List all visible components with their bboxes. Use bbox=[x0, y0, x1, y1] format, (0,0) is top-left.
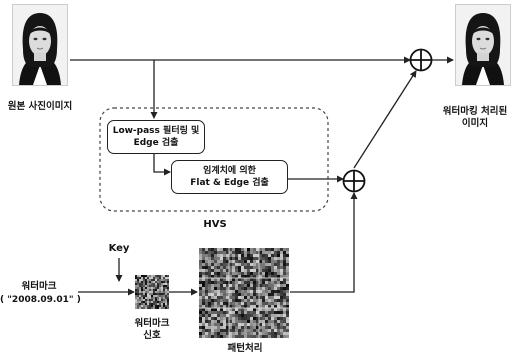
top-adder-icon bbox=[411, 50, 432, 71]
threshold-line2: Flat & Edge 검출 bbox=[190, 177, 269, 189]
threshold-line1: 임계치에 의한 bbox=[203, 165, 256, 177]
lowpass-line1: Low-pass 필터링 및 bbox=[113, 125, 200, 137]
arrow-adder-to-top-adder bbox=[354, 71, 416, 168]
watermark-signal-line2: 신호 bbox=[120, 330, 184, 342]
threshold-detection-box: 임계치에 의한 Flat & Edge 검출 bbox=[171, 160, 288, 194]
pattern-processing-label: 패턴처리 bbox=[210, 343, 280, 355]
arrow-lowpass-to-threshold bbox=[154, 154, 170, 172]
arrow-pattern-to-adder bbox=[290, 193, 354, 292]
watermark-signal-noise-image bbox=[135, 275, 169, 309]
hvs-label: HVS bbox=[190, 219, 240, 231]
watermark-input-line1: 워터마크 bbox=[2, 281, 76, 293]
watermark-input-line2: ( "2008.09.01" ) bbox=[0, 294, 80, 306]
lower-adder-icon bbox=[344, 171, 365, 192]
pattern-processing-noise-image bbox=[199, 248, 289, 338]
key-label: Key bbox=[104, 243, 134, 255]
watermark-signal-line1: 워터마크 bbox=[120, 318, 184, 330]
lowpass-filter-box: Low-pass 필터링 및 Edge 검출 bbox=[107, 120, 205, 154]
lowpass-line2: Edge 검출 bbox=[134, 137, 179, 149]
